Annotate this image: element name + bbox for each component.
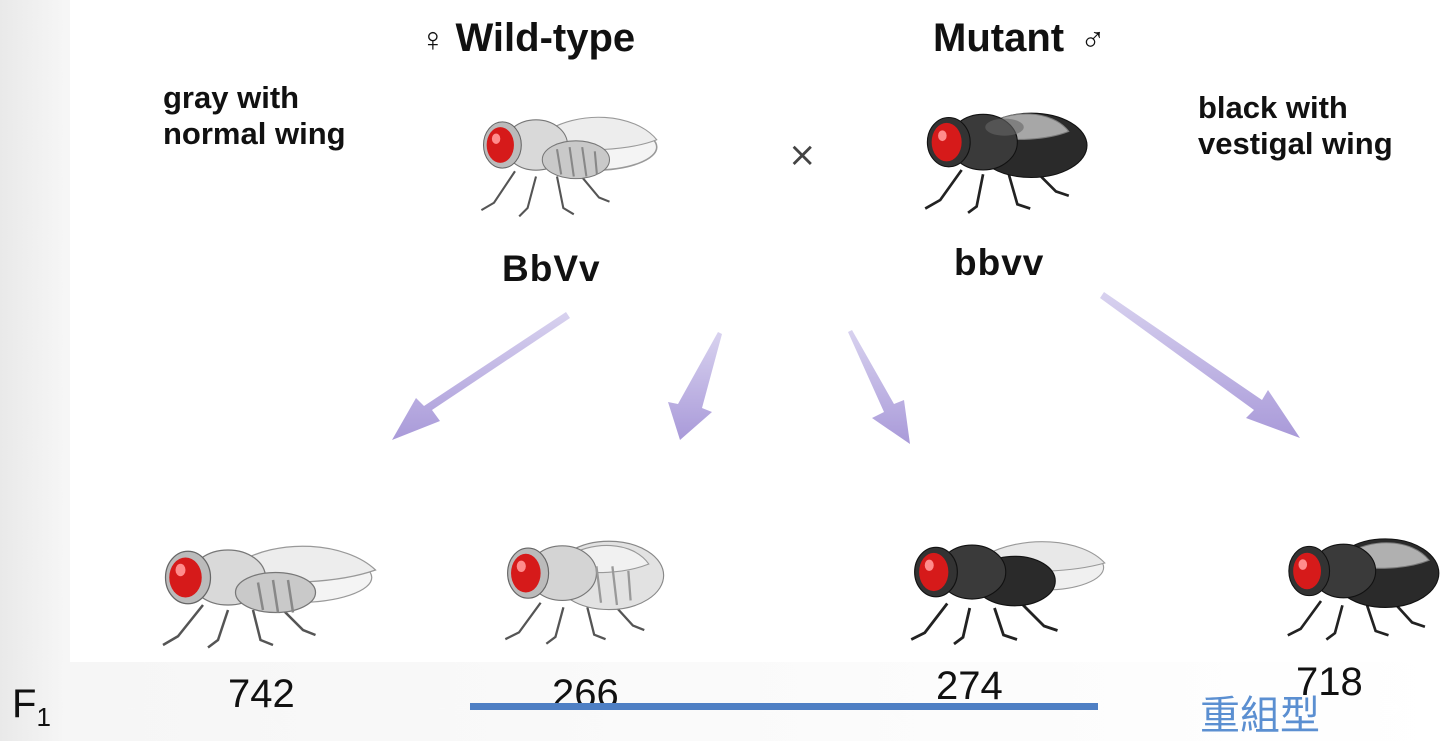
female-description: gray with normal wing [163,80,346,152]
offspring-count-1: 742 [228,672,295,717]
female-title-text: Wild-type [456,16,636,60]
female-description-line1: gray with [163,80,346,116]
male-genotype: bbvv [954,242,1044,284]
offspring-count-4: 718 [1296,660,1363,705]
offspring-fly-gray-vestigial-wing [478,497,683,647]
arrow-offspring-4 [1100,292,1300,438]
generation-subscript: 1 [36,702,50,732]
offspring-fly-gray-normal-wing [128,505,378,650]
female-parent-title: ♀ Wild-type [420,16,635,61]
cross-symbol: × [788,135,817,175]
female-description-line2: normal wing [163,116,346,152]
generation-letter: F [12,682,36,726]
male-title-text: Mutant [933,16,1064,60]
male-description-line1: black with [1198,90,1393,126]
arrow-offspring-1 [392,312,570,440]
male-description: black with vestigal wing [1198,90,1393,162]
male-description-line2: vestigal wing [1198,126,1393,162]
offspring-fly-black-normal-wing [882,497,1107,647]
generation-label: F1 [12,682,51,733]
recombinant-underline [470,703,1098,710]
arrow-offspring-2 [668,332,722,440]
female-symbol: ♀ [420,21,446,59]
male-parent-title: Mutant ♂ [933,16,1106,61]
wild-type-fly-image [452,70,662,220]
arrow-offspring-3 [848,330,910,444]
female-genotype: BbVv [502,248,601,290]
male-symbol: ♂ [1080,21,1106,59]
offspring-count-2: 266 [552,672,619,717]
mutant-fly-image [897,65,1112,215]
offspring-fly-black-vestigial-wing [1262,496,1455,646]
